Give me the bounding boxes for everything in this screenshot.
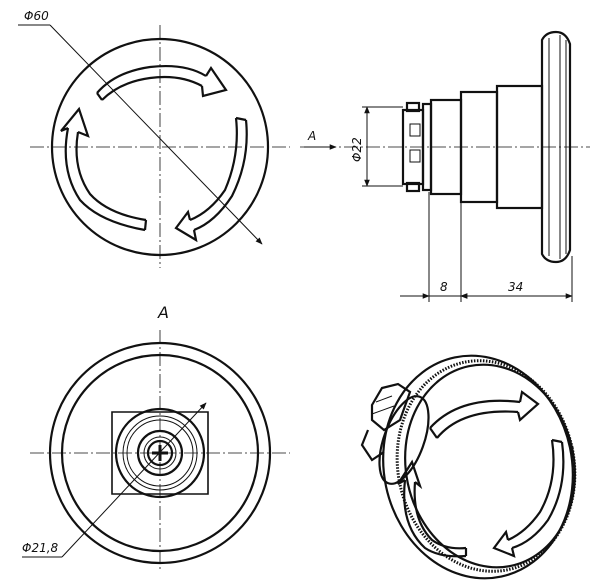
iso-head-front xyxy=(404,363,576,569)
dia-60-label: Φ60 xyxy=(24,9,49,23)
side-view: A Φ22 xyxy=(300,30,590,302)
mushroom-head xyxy=(540,30,572,264)
dim-8-label: 8 xyxy=(440,280,448,294)
iso-arrow-left xyxy=(397,459,468,558)
threaded-stem-end-view xyxy=(111,407,209,499)
rear-view: Φ21,8 xyxy=(22,330,290,570)
view-a-arrow-label: A xyxy=(307,129,316,143)
dia-21-8-label: Φ21,8 xyxy=(22,541,59,555)
dia-21-8-leader xyxy=(61,402,207,558)
arrow-right xyxy=(174,116,248,243)
isometric-view xyxy=(360,354,577,580)
arrow-top xyxy=(96,64,228,101)
dim-34-label: 34 xyxy=(508,280,523,294)
dia-22-label: Φ22 xyxy=(350,137,364,162)
iso-arrow-right xyxy=(492,438,565,558)
view-a-title: A xyxy=(157,303,169,322)
iso-head-back xyxy=(382,354,574,580)
arrow-left xyxy=(60,106,148,232)
dia-60-leader xyxy=(49,24,263,245)
iso-arrow-top xyxy=(429,390,540,439)
front-view: Φ60 xyxy=(18,9,290,268)
